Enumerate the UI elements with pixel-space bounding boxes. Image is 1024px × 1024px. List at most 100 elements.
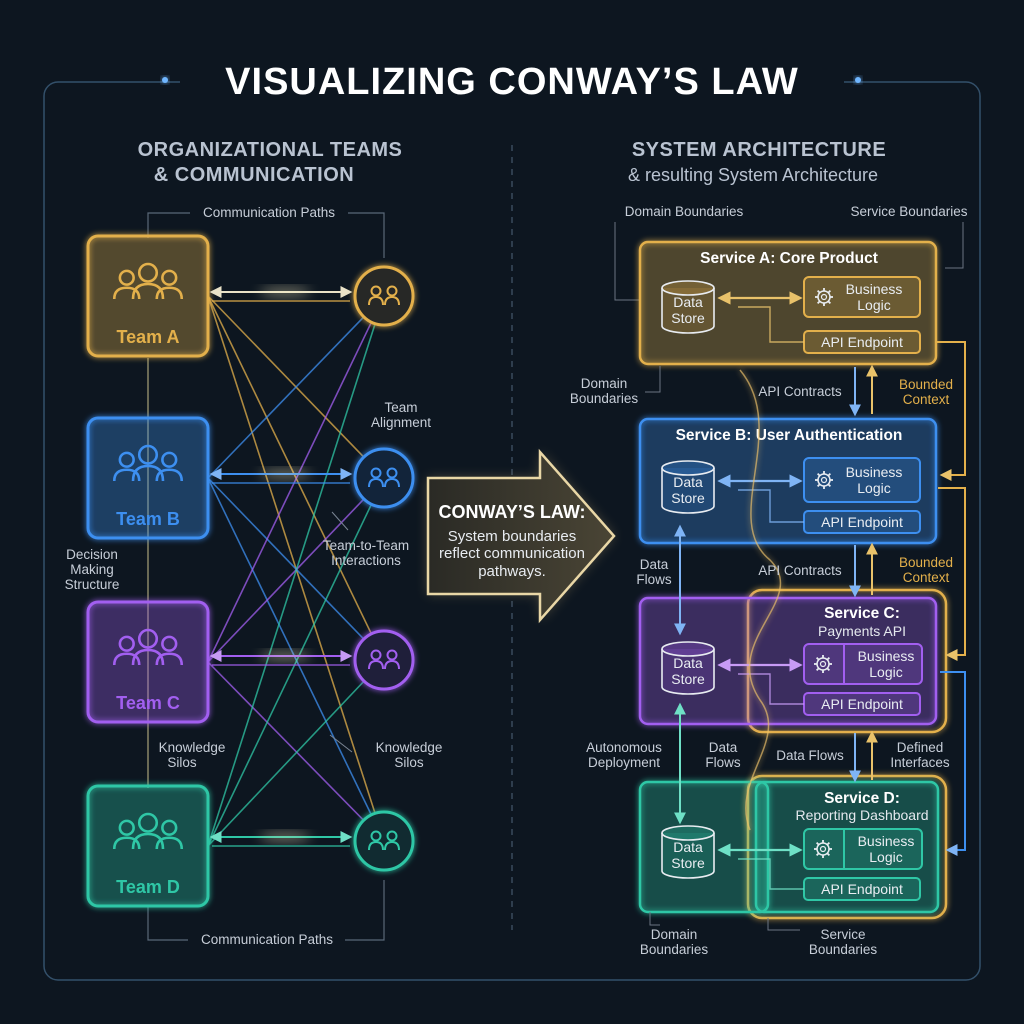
api-endpoint-label: API Endpoint (821, 514, 903, 530)
autonomous-label-1: Autonomous (586, 740, 662, 755)
api-endpoint-box[interactable]: API Endpoint (803, 330, 921, 354)
service-c[interactable]: Service C:Payments APIDataStoreBusinessL… (638, 596, 938, 726)
team-to-team-leader (331, 511, 349, 531)
api-endpoint-box[interactable]: API Endpoint (803, 692, 921, 716)
team-box-4[interactable]: Team D (86, 784, 210, 908)
domain-boundaries-bottom-leader (649, 912, 660, 926)
autonomous-label-2: Deployment (588, 755, 660, 770)
arrow-spark (259, 652, 311, 660)
api-endpoint-label: API Endpoint (821, 881, 903, 897)
interaction-line (207, 295, 385, 479)
logic-endpoint-connector (738, 673, 804, 705)
business-logic-label-2: Logic (869, 849, 902, 865)
service-boundaries-top-leader (945, 222, 964, 269)
team-people-icon (112, 444, 184, 482)
comm-paths-bottom-bracket (147, 880, 385, 941)
service-title: Service C: (824, 605, 900, 622)
domain-boundaries-bottom-label-1: Domain (651, 927, 698, 942)
business-logic-label-1: Business (858, 833, 915, 849)
interaction-line (207, 661, 385, 842)
bounded-context-loop-1 (936, 341, 966, 481)
team-box-2[interactable]: Team B (86, 416, 210, 540)
team-circle-3[interactable] (353, 629, 415, 691)
data-store-label-2: Store (671, 310, 705, 326)
team-to-team-label-1: Team-to-Team (323, 538, 409, 553)
silos-left-label-1: Knowledge (159, 740, 226, 755)
team-interaction-lines (207, 295, 385, 847)
team-box-3[interactable]: Team C (86, 600, 210, 724)
decision-label-1: Decision (66, 547, 118, 562)
data-flows-mid-label-2: Flows (705, 755, 741, 770)
team-box-1[interactable]: Team A (86, 234, 210, 358)
data-flows-left-label-2: Flows (636, 572, 672, 587)
page-title: VISUALIZING CONWAY’S LAW (225, 61, 799, 103)
team-name: Team D (116, 877, 180, 897)
api-endpoint-box[interactable]: API Endpoint (803, 877, 921, 901)
data-store-label-2: Store (671, 855, 705, 871)
team-people-icon (112, 812, 184, 850)
data-store-label-2: Store (671, 490, 705, 506)
team-circle-4[interactable] (353, 810, 415, 872)
team-boxes: Team A Team B Team C Team D (86, 234, 210, 908)
team-circle-2[interactable] (353, 447, 415, 509)
data-store-label-1: Data (673, 655, 703, 671)
logic-endpoint-connector (738, 489, 804, 523)
team-name: Team B (116, 509, 180, 529)
law-heading: CONWAY’S LAW: (438, 502, 585, 522)
domain-boundaries-mid-label-2: Boundaries (570, 391, 639, 406)
data-store-label-2: Store (671, 671, 705, 687)
service-boundaries-top-label: Service Boundaries (850, 204, 967, 219)
business-logic-label-2: Logic (869, 664, 902, 680)
team-people-icon (112, 628, 184, 666)
data-flows-mid-label-1: Data (709, 740, 738, 755)
database-icon (661, 280, 715, 334)
team-circles (353, 265, 415, 872)
bounded-context-label-1b: Context (903, 392, 950, 407)
data-store-label-1: Data (673, 474, 703, 490)
gear-icon (814, 840, 832, 858)
interaction-line (207, 477, 385, 847)
database-icon (661, 641, 715, 695)
data-store-label-1: Data (673, 839, 703, 855)
service-boundaries-bottom-label-2: Boundaries (809, 942, 878, 957)
business-logic-label-1: Business (846, 464, 903, 480)
service-d[interactable]: Service D:Reporting DashboardDataStoreBu… (638, 780, 940, 914)
business-logic-label-1: Business (846, 281, 903, 297)
comm-paths-top-label: Communication Paths (203, 205, 335, 220)
api-contracts-label-2: API Contracts (758, 563, 842, 578)
team-pair-icon (368, 285, 400, 306)
flow-curve (739, 369, 782, 831)
data-store-label-1: Data (673, 294, 703, 310)
logic-endpoint-connector (738, 858, 804, 890)
comm-paths-bottom-label: Communication Paths (201, 932, 333, 947)
arrow-spark (259, 288, 311, 296)
api-endpoint-box[interactable]: API Endpoint (803, 510, 921, 534)
domain-boundaries-mid-label-1: Domain (581, 376, 628, 391)
service-subtitle: Reporting Dashboard (795, 807, 928, 823)
service-connectors (674, 341, 966, 856)
domain-boundaries-mid-leader (645, 366, 661, 393)
team-name: Team A (116, 327, 179, 347)
service-title: Service A: Core Product (700, 250, 878, 267)
team-name: Team C (116, 693, 180, 713)
logic-endpoint-connector (738, 306, 804, 343)
service-b[interactable]: Service B: User AuthenticationDataStoreB… (638, 417, 938, 545)
arrow-spark (259, 833, 311, 841)
bounded-context-label-2a: Bounded (899, 555, 953, 570)
team-arrows (209, 286, 353, 847)
decision-label-3: Structure (65, 577, 120, 592)
left-heading-line1: ORGANIZATIONAL TEAMS (138, 139, 403, 161)
team-alignment-label-1: Team (384, 400, 417, 415)
business-logic-label-2: Logic (857, 480, 890, 496)
defined-interfaces-label-1: Defined (897, 740, 944, 755)
law-line-2: reflect communication (439, 545, 585, 562)
title-dot-left (162, 77, 168, 83)
arrow-spark (259, 470, 311, 478)
team-circle-1[interactable] (353, 265, 415, 327)
